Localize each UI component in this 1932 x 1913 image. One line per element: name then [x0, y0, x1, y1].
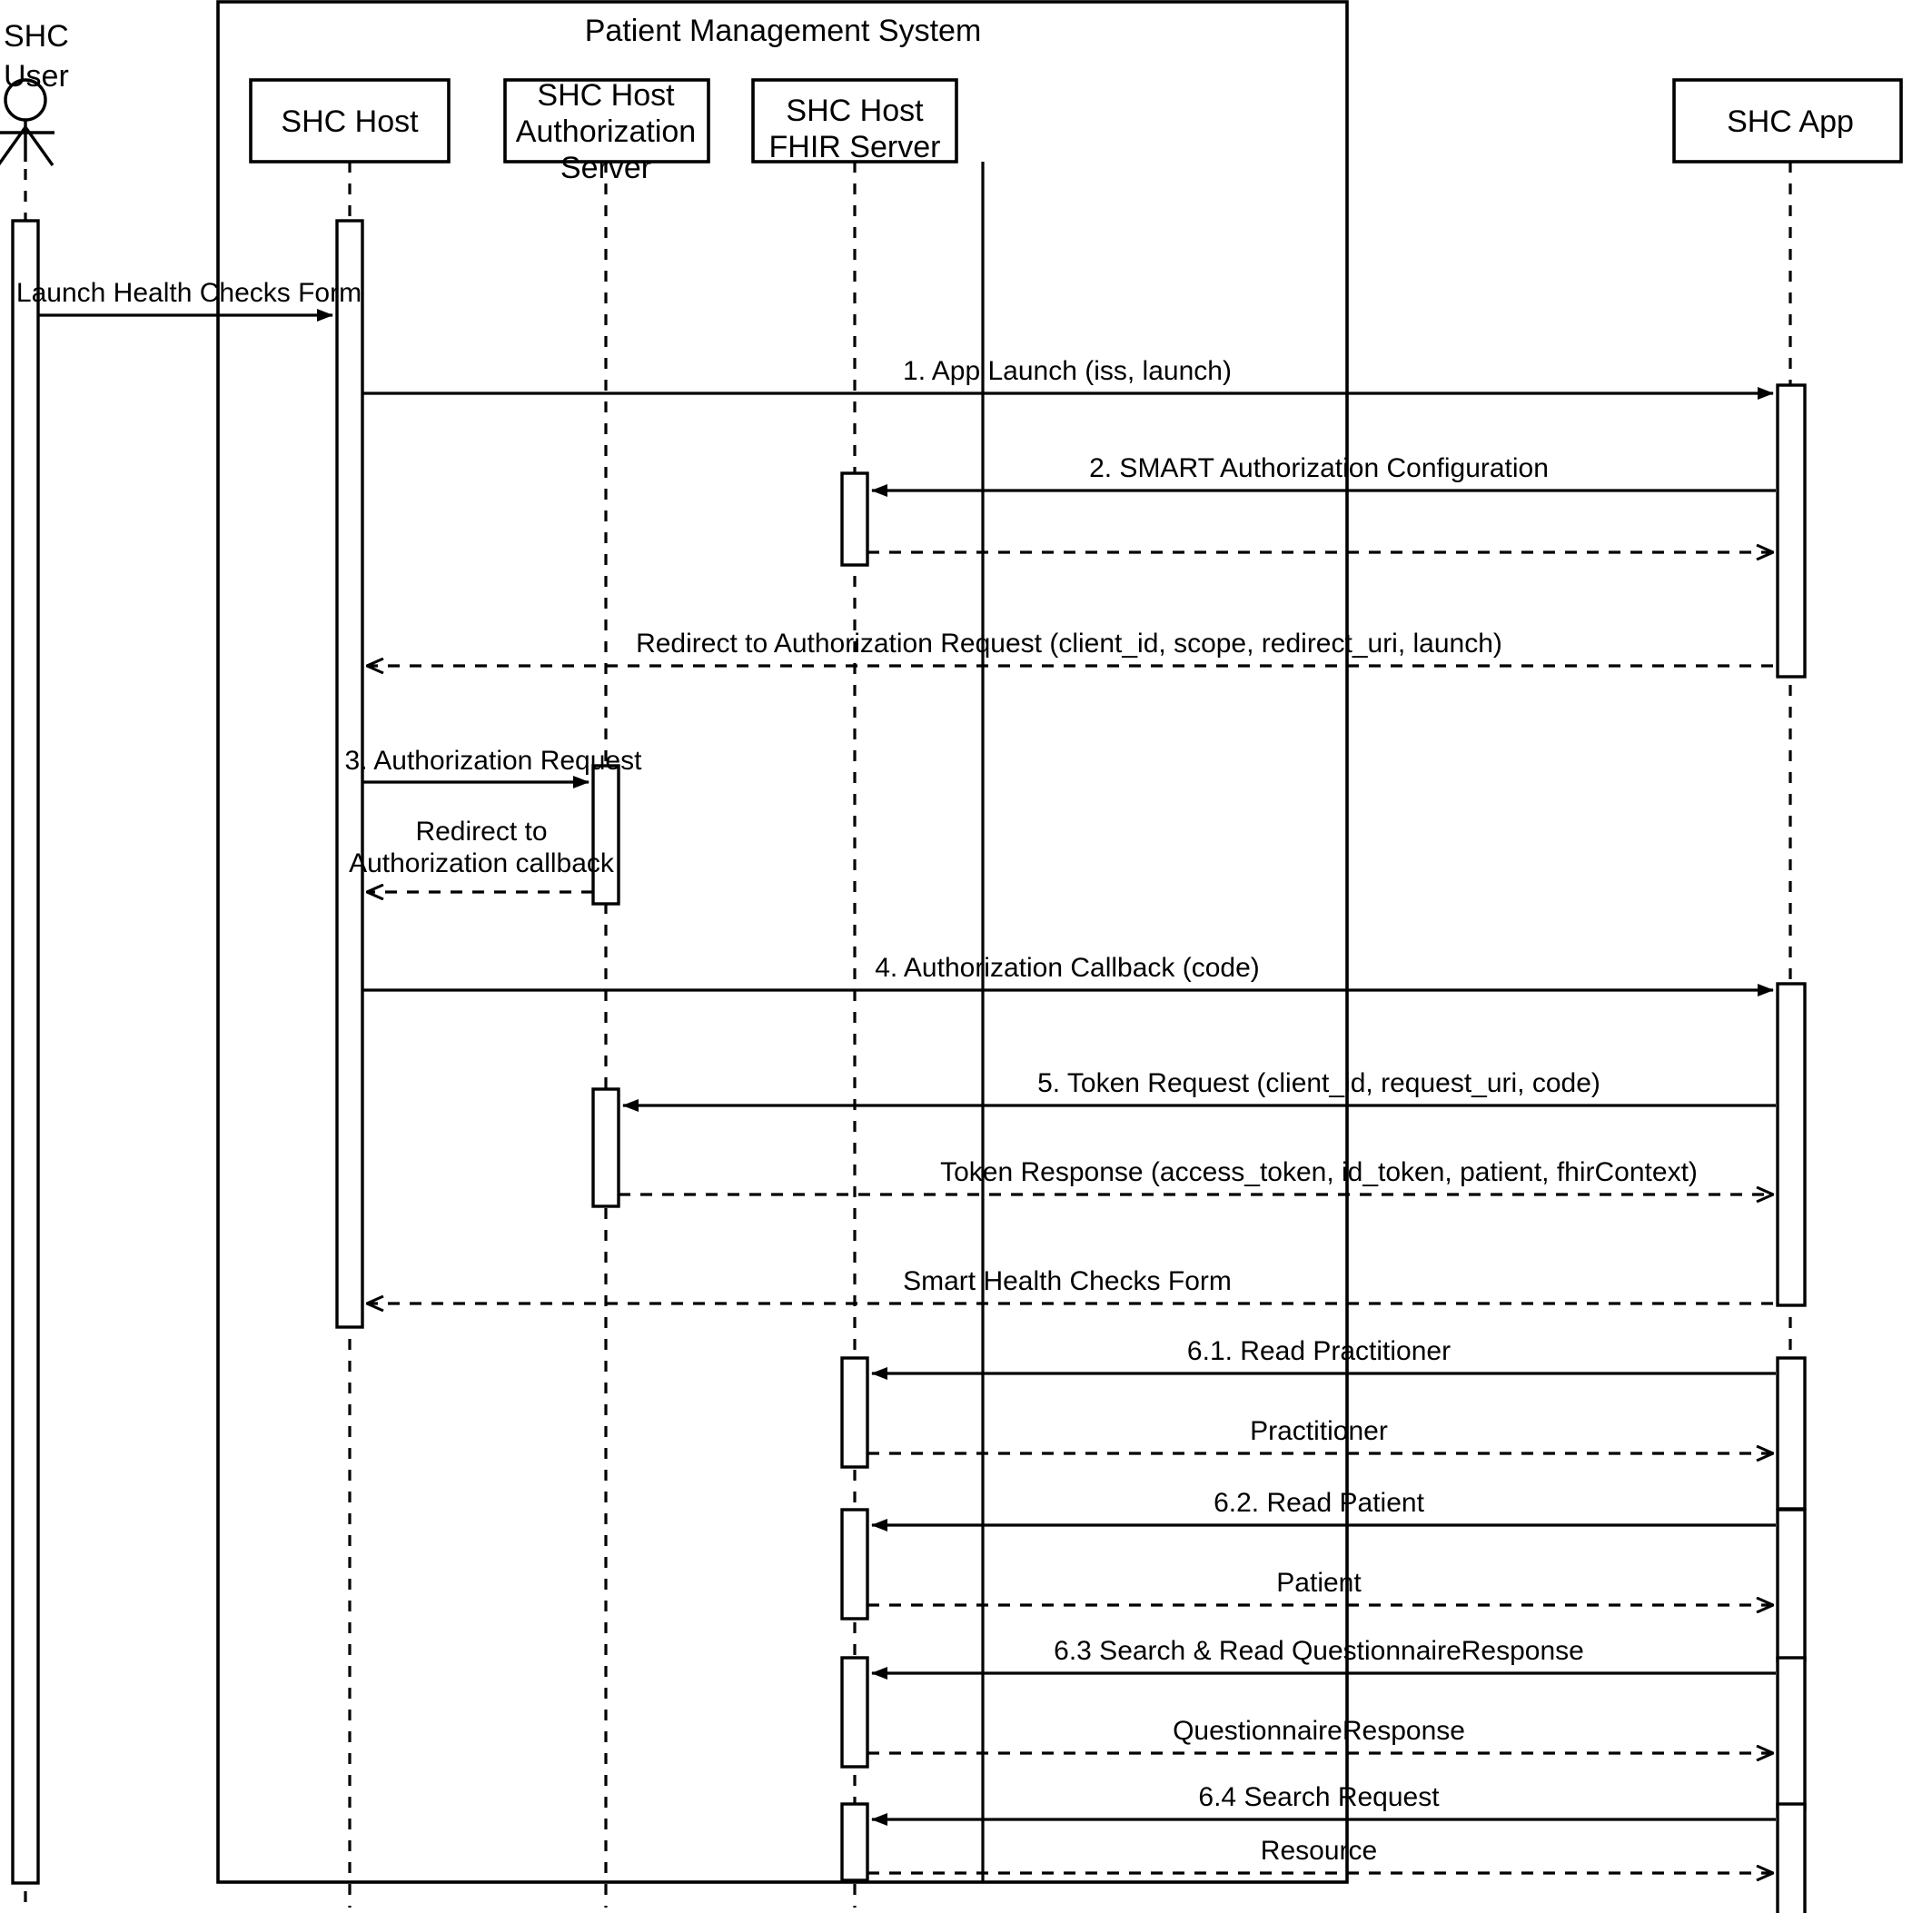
activation-fhir-5	[840, 1802, 869, 1882]
participant-box-app	[1672, 78, 1903, 164]
message-label-redirect-to-authorization-request: Redirect to Authorization Request (clien…	[636, 629, 1502, 659]
message-label-smart-health-checks-form: Smart Health Checks Form	[903, 1266, 1232, 1296]
message-label-6-3-search-read-questionnaireresponse: 6.3 Search & Read QuestionnaireResponse	[1054, 1636, 1584, 1666]
activation-fhir-3	[840, 1508, 869, 1621]
activation-app-3	[1776, 1356, 1807, 1511]
participant-box-host	[249, 78, 451, 164]
participant-label-auth[interactable]: SHC Host Authorization Server	[515, 78, 697, 186]
message-label-redirect-to-authorization-callback: Redirect to Authorization callback	[349, 817, 614, 879]
participant-box-auth	[503, 78, 710, 164]
activation-host	[335, 219, 364, 1329]
participant-label-fhir[interactable]: SHC Host FHIR Server	[768, 94, 941, 165]
activation-app-4	[1776, 1508, 1807, 1662]
activation-auth-1	[591, 764, 620, 906]
message-label-patient: Patient	[1276, 1568, 1362, 1598]
activation-user	[11, 219, 40, 1885]
system-boundary-title: Patient Management System	[584, 14, 982, 48]
message-label-4-authorization-callback: 4. Authorization Callback (code)	[875, 953, 1260, 983]
message-label-practitioner: Practitioner	[1250, 1416, 1388, 1446]
activation-app-2	[1776, 982, 1807, 1307]
message-label-6-4-search-request: 6.4 Search Request	[1198, 1782, 1440, 1812]
activation-app-1	[1776, 383, 1807, 679]
message-label-1-app-launch: 1. App Launch (iss, launch)	[903, 356, 1232, 386]
message-label-6-1-read-practitioner: 6.1. Read Practitioner	[1186, 1336, 1451, 1366]
message-label-6-2-read-patient: 6.2. Read Patient	[1214, 1488, 1424, 1518]
message-label-token-response: Token Response (access_token, id_token, …	[940, 1157, 1698, 1187]
activation-app-5	[1776, 1656, 1807, 1810]
participant-box-fhir	[751, 78, 958, 164]
participant-label-app[interactable]: SHC App	[1727, 104, 1854, 139]
message-label-questionnaireresponse: QuestionnaireResponse	[1173, 1716, 1465, 1746]
activation-fhir-2	[840, 1356, 869, 1469]
message-label-2-smart-authorization-configuration: 2. SMART Authorization Configuration	[1089, 453, 1549, 483]
actor-label-shc-user: SHC User	[4, 19, 69, 94]
message-label-5-token-request: 5. Token Request (client_id, request_uri…	[1037, 1068, 1600, 1098]
message-label-resource: Resource	[1260, 1836, 1378, 1866]
message-label-launch-health-checks-form: Launch Health Checks Form	[15, 278, 362, 308]
message-label-3-authorization-request: 3. Authorization Request	[344, 746, 642, 776]
system-boundary-box	[216, 0, 1349, 1884]
activation-auth-2	[591, 1087, 620, 1208]
activation-fhir-1	[840, 471, 869, 567]
activation-app-6	[1776, 1802, 1807, 1913]
activation-fhir-4	[840, 1656, 869, 1769]
participant-label-host[interactable]: SHC Host	[281, 104, 419, 139]
actor-stick-figure	[0, 78, 54, 166]
